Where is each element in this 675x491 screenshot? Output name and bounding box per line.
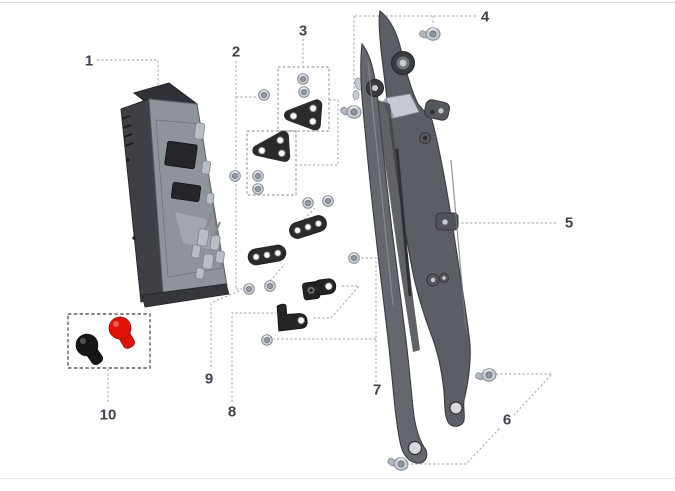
- leader-9: [210, 289, 242, 367]
- callout-10: 10: [99, 406, 117, 424]
- leader-6a: [496, 373, 554, 416]
- part-9-link-plates: [246, 213, 329, 267]
- group-box-brackets: [246, 130, 297, 196]
- callout-7: 7: [372, 381, 382, 399]
- callout-3: 3: [298, 22, 308, 40]
- callout-6: 6: [502, 411, 512, 429]
- leader-plate-b: [269, 263, 286, 282]
- callout-5: 5: [564, 214, 574, 232]
- part-10-positive-terminal-cap: [108, 316, 135, 349]
- group-box-10: [67, 313, 151, 369]
- bottom-border-line: [0, 478, 675, 479]
- callout-9: 9: [204, 370, 214, 388]
- callout-1: 1: [84, 52, 94, 70]
- top-border-line: [0, 2, 675, 3]
- leader-box-link: [297, 99, 339, 166]
- callout-8: 8: [227, 403, 237, 421]
- part-5-mounting-frame: [352, 9, 471, 464]
- part-10-negative-terminal-cap: [75, 333, 104, 365]
- leader-1: [97, 59, 159, 92]
- part-1-battery-unit: [120, 82, 230, 308]
- leader-lines: [97, 15, 556, 465]
- part-7-clamp-bracket: [301, 277, 338, 301]
- leader-2: [235, 61, 256, 290]
- part-8-clamp-bracket: [276, 302, 309, 332]
- leader-6b: [411, 427, 501, 465]
- callout-2: 2: [231, 43, 241, 61]
- group-box-3: [277, 66, 330, 132]
- leader-8: [231, 312, 276, 402]
- callout-4: 4: [480, 8, 490, 26]
- leader-4: [353, 15, 476, 101]
- leader-7: [274, 257, 377, 382]
- part-3-gusset-plates: [258, 101, 319, 157]
